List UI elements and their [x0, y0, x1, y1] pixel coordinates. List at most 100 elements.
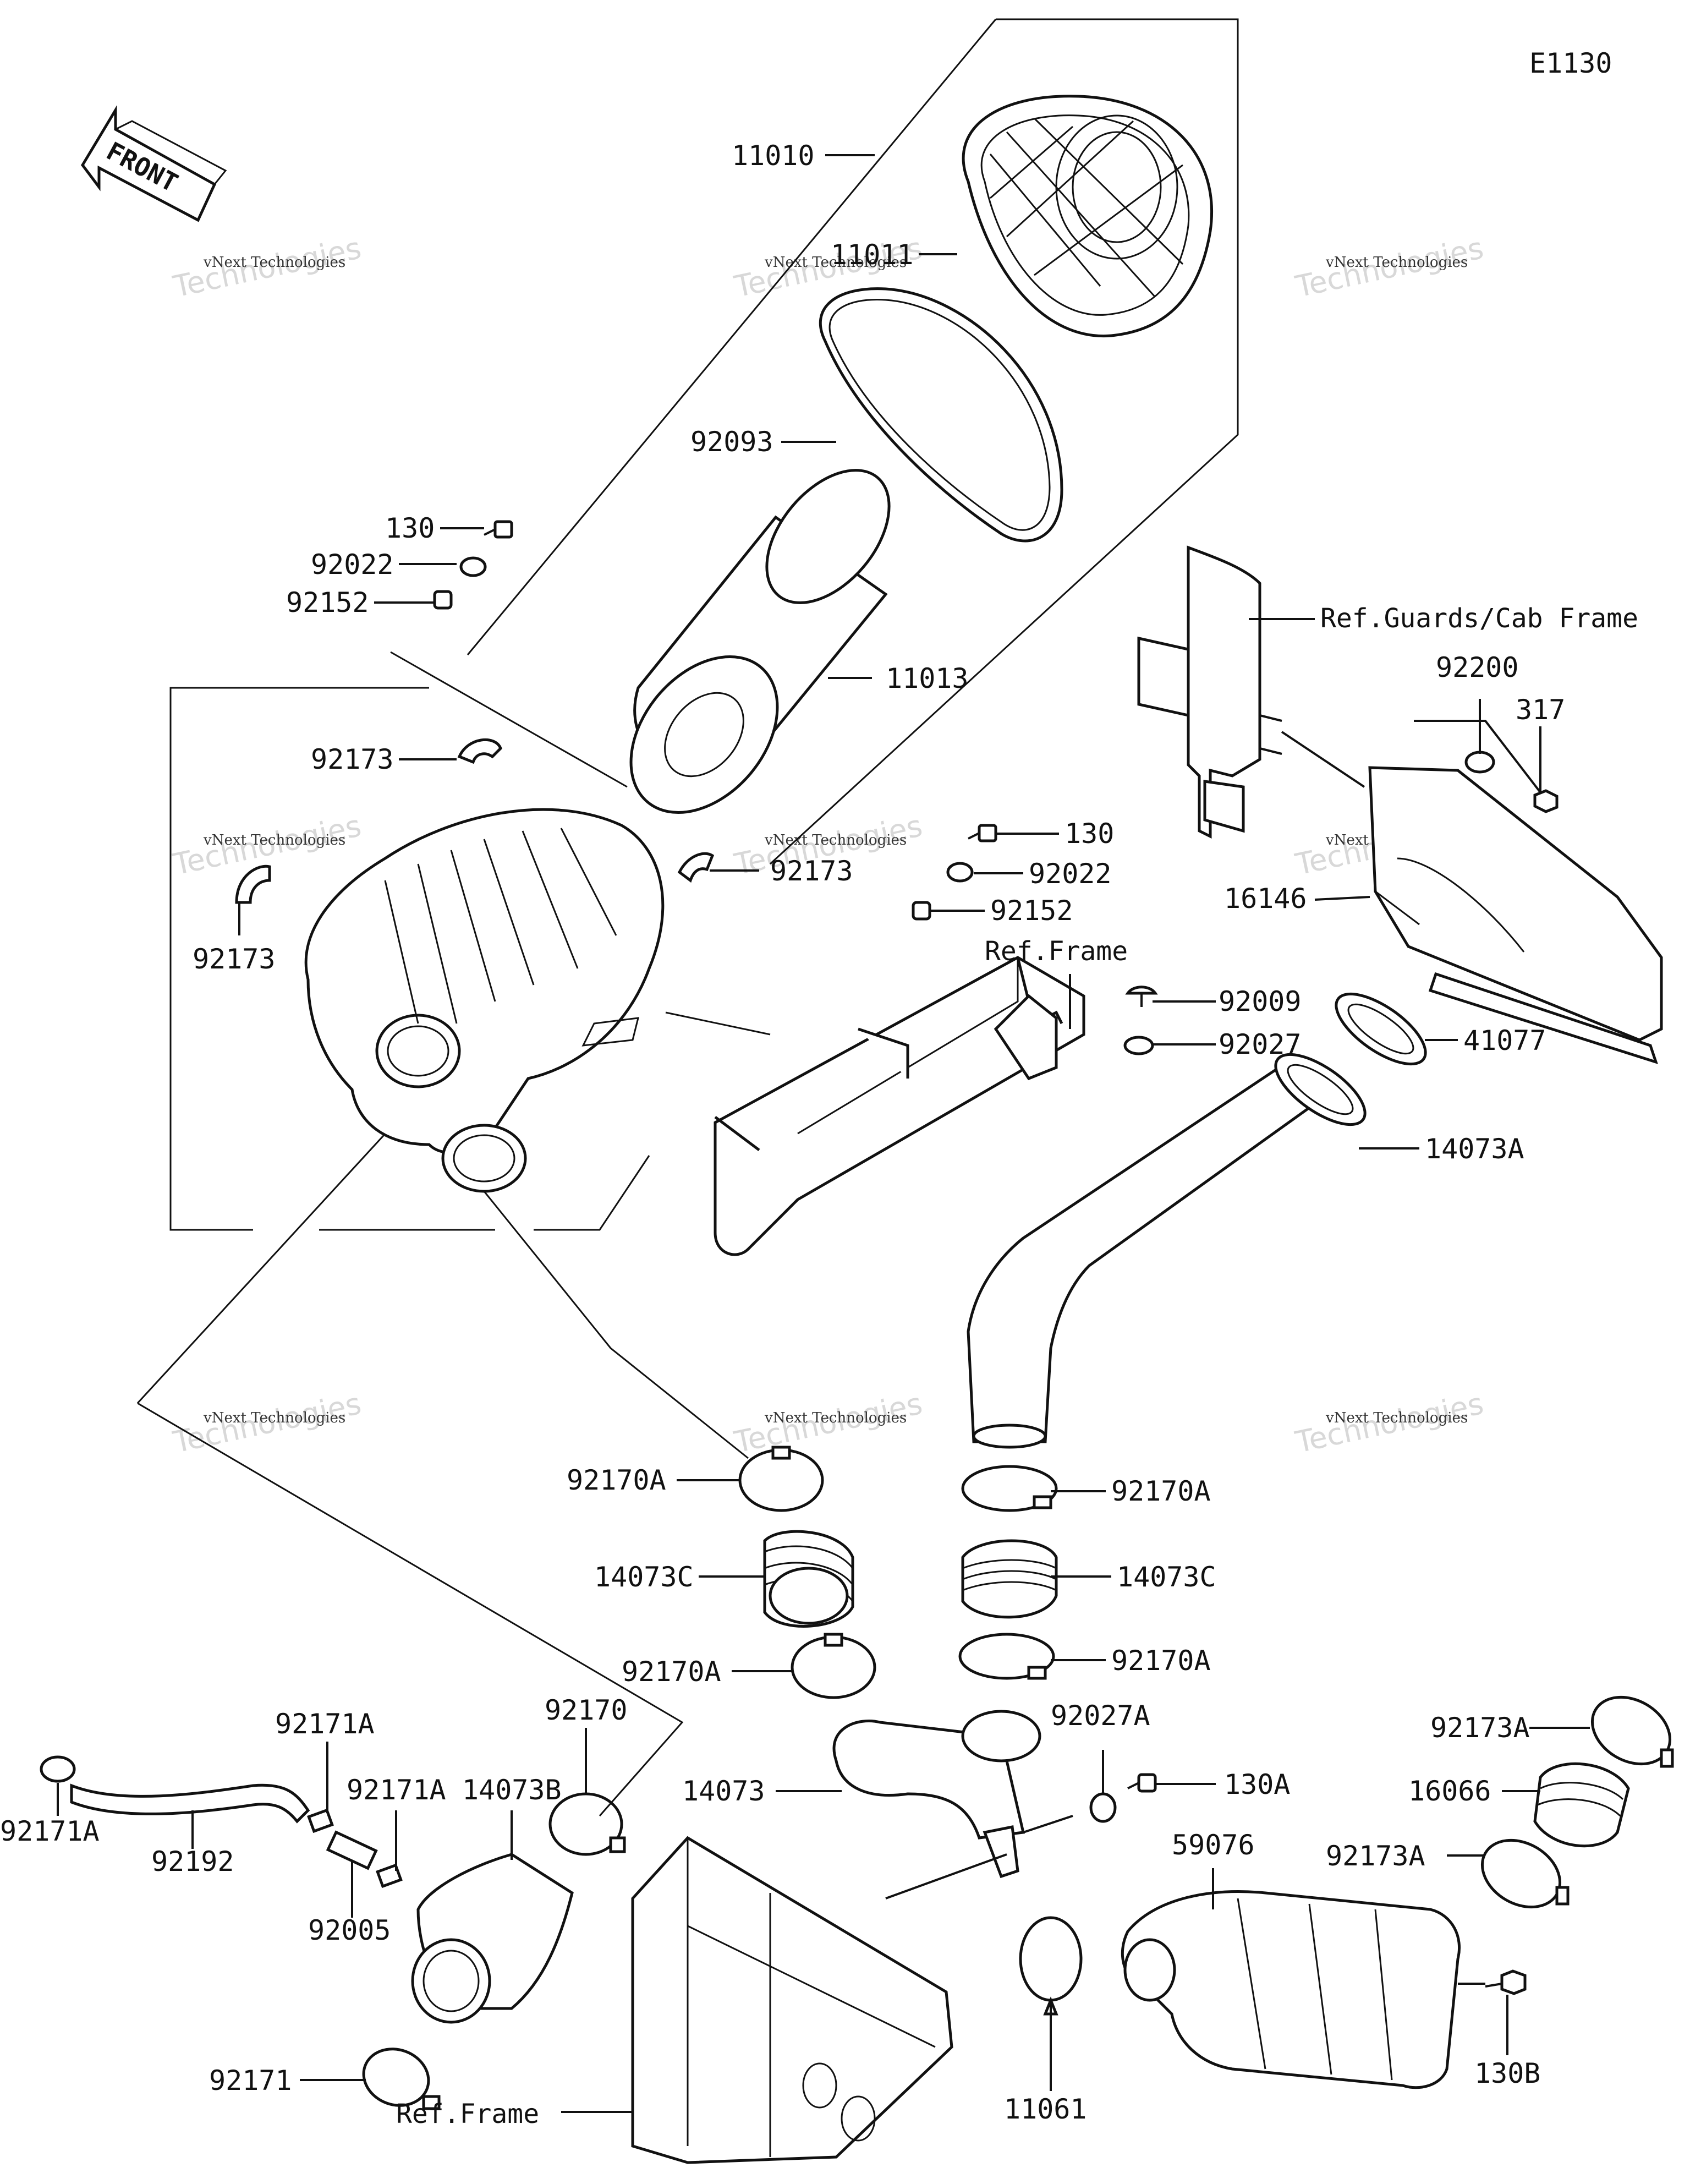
- leader-lines: [57, 154, 1590, 2113]
- label-92170A-left-1: 92170A: [567, 1464, 666, 1496]
- fastener-set-left: [433, 520, 513, 610]
- label-92027A: 92027A: [1051, 1700, 1150, 1732]
- diagram-code: E1130: [1529, 47, 1612, 79]
- front-arrow-icon: FRONT: [80, 105, 227, 222]
- label-317: 317: [1516, 694, 1565, 726]
- label-92022-left: 92022: [311, 549, 394, 581]
- clip-92171A-mid-icon: [376, 1863, 403, 1889]
- frame-housing-box-right: [534, 1155, 650, 1231]
- svg-text:vNext Technologies: vNext Technologies: [1325, 1410, 1468, 1426]
- label-14073A: 14073A: [1425, 1133, 1524, 1165]
- label-92171A-left: 92171A: [0, 1815, 100, 1847]
- part-labels: 11010 11011 92093 130 92022 92152 11013 …: [0, 140, 1638, 2130]
- watermark-1: Technologies vNext Technologies: [170, 231, 364, 304]
- label-92170A-right-2: 92170A: [1111, 1645, 1211, 1677]
- clamp-92170A-right-upper: [961, 1465, 1058, 1512]
- bolt-130B-icon: [1485, 1969, 1527, 1995]
- washer-92022-right-icon: [946, 862, 974, 883]
- air-filter-element: [629, 469, 891, 814]
- frame-housing-box: [169, 687, 429, 1231]
- boot-16066: [1533, 1762, 1630, 1848]
- clip-92173-mid-icon: [677, 852, 715, 883]
- assembly-frame-lines: [136, 18, 1239, 1816]
- screw-92009-icon: [1125, 986, 1158, 1007]
- label-92009: 92009: [1219, 986, 1302, 1017]
- clamp-92170A-left-lower: [791, 1633, 876, 1699]
- clamp-92171A-left-icon: [40, 1755, 76, 1783]
- nut-92152-right-icon: [912, 901, 931, 921]
- label-16146: 16146: [1224, 883, 1307, 915]
- frame-outlet-down: [483, 1191, 749, 1459]
- svg-text:vNext Technologies: vNext Technologies: [764, 1410, 907, 1426]
- bolt-130-right-icon: [968, 824, 997, 842]
- watermark-3: Technologies vNext Technologies: [1292, 231, 1486, 304]
- svg-text:vNext Technologies: vNext Technologies: [764, 832, 907, 849]
- label-130-left: 130: [385, 512, 435, 544]
- watermark-8: Technologies vNext Technologies: [731, 1386, 925, 1460]
- label-14073C-left: 14073C: [594, 1561, 694, 1593]
- svg-text:vNext Technologies: vNext Technologies: [203, 254, 345, 271]
- bolt-130A-icon: [1127, 1773, 1157, 1793]
- label-41077: 41077: [1463, 1025, 1546, 1057]
- cab-frame-pillar: [1137, 545, 1282, 839]
- ref-frame-upper: Ref.Frame: [985, 936, 1128, 967]
- washer-92200-icon: [1464, 751, 1495, 774]
- label-92093: 92093: [690, 426, 773, 458]
- label-11011: 11011: [831, 239, 914, 271]
- frame-housing-link: [665, 1011, 771, 1036]
- watermark-7: Technologies vNext Technologies: [170, 1386, 364, 1460]
- ref-guards-cab-frame: Ref.Guards/Cab Frame: [1320, 603, 1638, 634]
- boot-14073C-right: [961, 1539, 1058, 1619]
- grommet-92027A-icon: [1089, 1792, 1117, 1823]
- clip-92173-top-icon: [457, 738, 502, 764]
- duct-cover-16146: [1368, 766, 1663, 1064]
- svg-text:vNext Technologies: vNext Technologies: [1325, 254, 1468, 271]
- label-130-right: 130: [1065, 818, 1114, 850]
- clip-92173-left-icon: [235, 864, 271, 904]
- air-box-housing: [304, 808, 665, 1193]
- label-11061: 11061: [1004, 2093, 1087, 2125]
- hose-92192: [70, 1783, 310, 1824]
- label-92170: 92170: [545, 1694, 628, 1726]
- label-92152-right: 92152: [990, 895, 1073, 927]
- label-130B: 130B: [1474, 2057, 1540, 2089]
- label-14073B: 14073B: [462, 1774, 562, 1806]
- frame-11010-left: [467, 19, 997, 655]
- nut-317-icon: [1533, 789, 1559, 813]
- svg-text:vNext Technologies: vNext Technologies: [203, 1410, 345, 1426]
- clamp-92171: [362, 2048, 441, 2110]
- label-92192: 92192: [151, 1846, 234, 1878]
- label-92152-left: 92152: [286, 587, 369, 618]
- watermark-9: Technologies vNext Technologies: [1292, 1386, 1486, 1460]
- label-92022-right: 92022: [1029, 858, 1112, 890]
- label-92171A-mid: 92171A: [347, 1774, 446, 1806]
- label-92173A-top: 92173A: [1430, 1712, 1530, 1744]
- svg-text:vNext Technologies: vNext Technologies: [764, 254, 907, 271]
- label-14073: 14073: [682, 1775, 765, 1807]
- ref-frame-lower: Ref.Frame: [396, 2099, 539, 2130]
- clamp-92173A-top: [1590, 1695, 1674, 1768]
- frame-lower: [631, 1836, 953, 2164]
- label-59076: 59076: [1172, 1829, 1255, 1861]
- watermark-group: Technologies vNext Technologies Technolo…: [170, 231, 1486, 1460]
- label-92173-left: 92173: [193, 943, 276, 975]
- frame-11010-right: [769, 18, 1239, 865]
- intake-duct-14073A: [967, 1053, 1367, 1449]
- washer-92022-left-icon: [459, 556, 487, 577]
- label-92171: 92171: [209, 2065, 292, 2097]
- frame-11010-bottom: [390, 651, 628, 788]
- nut-92152-left-icon: [433, 590, 453, 610]
- bolt-130-left-icon: [484, 520, 513, 539]
- label-11013: 11013: [886, 663, 969, 694]
- label-92173A-mid: 92173A: [1326, 1840, 1425, 1872]
- seal-41077: [1335, 992, 1427, 1066]
- label-92005: 92005: [308, 1914, 391, 1946]
- resonator-59076: [1121, 1890, 1461, 2089]
- elbow-duct-14073: [832, 1710, 1041, 1879]
- label-92173-top: 92173: [311, 743, 394, 775]
- clip-92171A-top-icon: [307, 1808, 334, 1833]
- air-box-cover: [962, 95, 1214, 338]
- label-130A: 130A: [1224, 1769, 1290, 1800]
- frame-lower-right: [137, 1402, 684, 1816]
